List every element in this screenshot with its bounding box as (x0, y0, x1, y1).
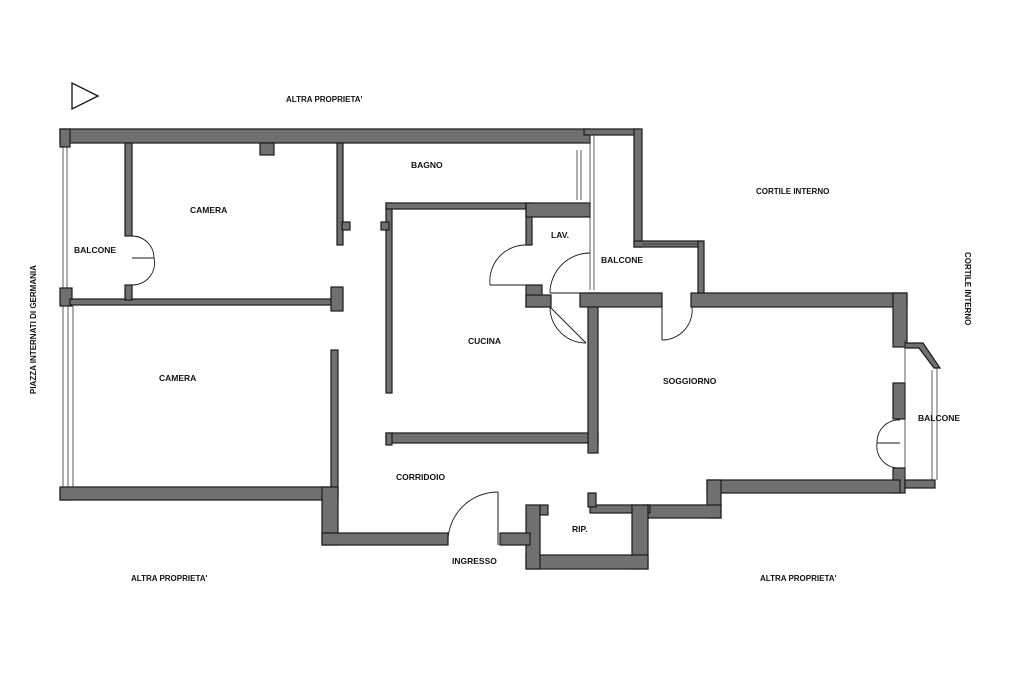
wall (499, 532, 531, 546)
room-label-balcone-right: BALCONE (918, 413, 960, 423)
wall (583, 128, 641, 136)
room-label-corridoio: CORRIDOIO (396, 472, 446, 482)
room-label-cucina: CUCINA (468, 336, 501, 346)
room-label-soggiorno: SOGGIORNO (663, 376, 717, 386)
walls (59, 128, 942, 570)
wall (321, 532, 449, 546)
wall (539, 504, 549, 516)
wall (587, 492, 597, 508)
surrounding-label-cortile-right: CORTILE INTERNO (963, 252, 972, 325)
wall (892, 292, 908, 348)
wall (892, 382, 906, 420)
wall (385, 202, 393, 394)
room-label-rip: RIP. (572, 524, 587, 534)
room-label-lav: LAV. (551, 230, 569, 240)
wall (59, 128, 591, 144)
wall (579, 292, 663, 308)
wall (690, 292, 908, 308)
wall (330, 286, 344, 312)
surrounding-label-piazza: PIAZZA INTERNATI DI GERMANIA (29, 265, 38, 394)
wall (385, 432, 393, 446)
surrounding-label-bottom-right: ALTRA PROPRIETA' (760, 574, 837, 583)
wall (587, 292, 599, 454)
windows (62, 135, 938, 487)
room-label-camera-bottom: CAMERA (159, 373, 196, 383)
wall (525, 202, 591, 218)
room-label-ingresso: INGRESSO (452, 556, 497, 566)
wall (904, 479, 936, 489)
room-label-balcone-mid: BALCONE (601, 255, 643, 265)
wall (336, 142, 344, 246)
wall (525, 294, 552, 308)
wall (385, 202, 527, 210)
wall (330, 349, 339, 501)
wall (904, 342, 942, 369)
wall (59, 486, 336, 501)
room-label-camera-top: CAMERA (190, 205, 227, 215)
wall (706, 479, 901, 494)
wall (589, 504, 651, 514)
wall (59, 287, 73, 307)
wall (644, 504, 722, 519)
surrounding-label-cortile-top: CORTILE INTERNO (756, 187, 829, 196)
wall (633, 128, 643, 248)
wall (69, 298, 341, 306)
room-label-bagno: BAGNO (411, 160, 443, 170)
wall (697, 240, 705, 294)
wall (385, 432, 599, 444)
surrounding-label-top: ALTRA PROPRIETA' (286, 95, 363, 104)
wall (124, 142, 133, 237)
wall (259, 142, 275, 156)
doors (131, 235, 901, 546)
north-arrow-icon (71, 81, 100, 111)
surrounding-label-bottom-left: ALTRA PROPRIETA' (131, 574, 208, 583)
wall (525, 554, 649, 570)
room-label-balcone-left: BALCONE (74, 245, 116, 255)
wall (124, 284, 133, 301)
wall (380, 221, 390, 231)
wall (59, 128, 71, 148)
wall (341, 221, 351, 231)
